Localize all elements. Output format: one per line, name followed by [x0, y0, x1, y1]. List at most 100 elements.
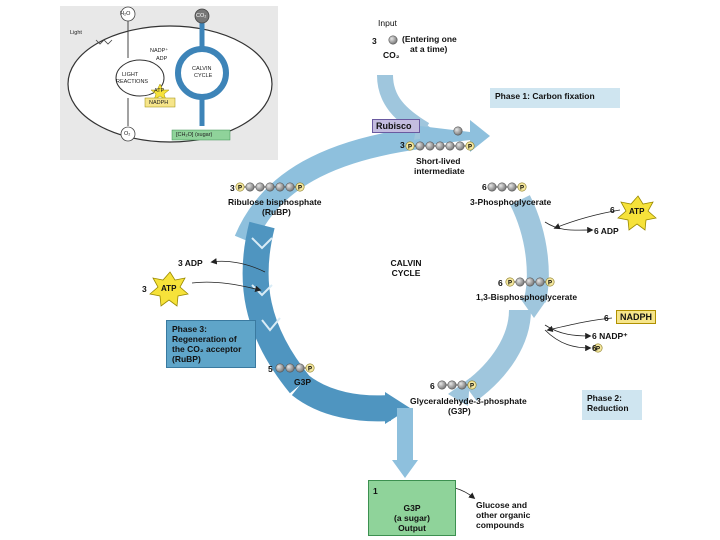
carbon-atom	[275, 182, 285, 192]
phosphate-label: P	[470, 384, 474, 390]
intermediate-line1: Short-lived	[416, 156, 461, 166]
p-product-count: 6	[592, 343, 597, 353]
output-box: 1 G3P (a sugar) Output	[368, 480, 456, 536]
phosphate-group	[235, 182, 245, 192]
carbon-atom	[388, 35, 398, 45]
phosphate-group	[465, 141, 475, 151]
phase2-box: Phase 2: Reduction	[582, 390, 642, 420]
inset-adp: ADP	[156, 56, 168, 62]
atp-star-regeneration	[149, 271, 189, 307]
phosphate-group	[405, 141, 415, 151]
input-count: 3	[372, 36, 377, 46]
carbon-atom	[295, 363, 305, 373]
carbon-atom	[437, 380, 447, 390]
nadph-count: 6	[604, 313, 609, 323]
inset-nadph: NADPH	[149, 100, 169, 106]
output-molecule-row: 1	[371, 485, 453, 497]
bpg-name: 1,3-Bisphosphoglycerate	[476, 292, 578, 302]
carbon-atom	[435, 141, 445, 151]
phase3-line2: Regeneration of	[172, 334, 237, 344]
input-co2-molecule	[388, 35, 398, 45]
carbon-atom	[255, 182, 265, 192]
output-dest-line2: other organic	[476, 510, 531, 520]
phosphate-group	[505, 277, 515, 287]
atp-star-reduction	[617, 195, 657, 231]
g3p5-molecule: P	[275, 363, 315, 373]
inset-sugar: [CH₂O] (sugar)	[176, 132, 213, 138]
intermediate-count: 3	[400, 140, 405, 150]
output-name-line2: (a sugar)	[394, 513, 430, 523]
inset-chloroplast	[60, 6, 278, 160]
inset-lr-line1: LIGHT	[122, 72, 139, 78]
output-name-line1: G3P	[403, 503, 421, 513]
inset-cc-line1: CALVIN	[192, 66, 212, 72]
g3p6-name-line2: (G3P)	[448, 406, 471, 416]
nadph-box: NADPH	[616, 310, 656, 324]
phase3-line3: the CO₂ acceptor	[172, 344, 242, 354]
inset-cc-line2: CYCLE	[194, 73, 213, 79]
phosphate-group	[305, 363, 315, 373]
phase3-line1: Phase 3:	[172, 324, 207, 334]
phosphate-group	[467, 380, 477, 390]
phosphate-group	[517, 182, 527, 192]
phosphate-group	[545, 277, 555, 287]
phosphate-group	[295, 182, 305, 192]
input-desc-line1: (Entering one	[402, 34, 457, 44]
input-desc-line2: at a time)	[410, 44, 448, 54]
phase3-box: Phase 3: Regeneration of the CO₂ accepto…	[166, 320, 256, 368]
bpg-count: 6	[498, 278, 503, 288]
g3p5-name: G3P	[294, 377, 312, 387]
side-arrows	[191, 209, 621, 500]
rubisco-text: Rubisco	[376, 121, 412, 131]
carbon-atom	[525, 277, 535, 287]
carbon-atom	[275, 363, 285, 373]
adp-reduction-label: 6 ADP	[594, 226, 619, 236]
rubp-name-line2: (RuBP)	[262, 207, 291, 217]
phase3-line4: (RuBP)	[172, 354, 201, 364]
input-molecule: CO₂	[383, 50, 400, 60]
carbon-atom	[447, 380, 457, 390]
phosphate-label: P	[238, 186, 242, 192]
inset-co2: CO₂	[196, 13, 207, 19]
regen-atp-label: ATP	[161, 284, 177, 293]
pga-name: 3-Phosphoglycerate	[470, 197, 552, 207]
inset-atp: ATP	[154, 88, 165, 94]
phosphate-label: P	[548, 281, 552, 287]
output-label: Output	[398, 523, 426, 533]
carbon-atom	[445, 141, 455, 151]
rubp-name-line1: Ribulose bisphosphate	[228, 197, 322, 207]
carbon-atom	[425, 141, 435, 151]
output-count: 1	[373, 486, 378, 496]
carbon-atom	[487, 182, 497, 192]
carbon-atom	[285, 363, 295, 373]
nadph-label: NADPH	[620, 312, 653, 322]
phosphate-label: P	[298, 186, 302, 192]
carbon-atom	[515, 277, 525, 287]
pga-molecule: P	[487, 182, 527, 192]
carbon-atom	[285, 182, 295, 192]
intermediate-carboxyl	[453, 126, 463, 136]
phosphate-label: P	[468, 145, 472, 151]
inset-o2: O₂	[124, 131, 131, 137]
carbon-atom	[457, 380, 467, 390]
carbon-atom	[507, 182, 517, 192]
cycle-line2: CYCLE	[391, 268, 421, 278]
phosphate-label: P	[596, 347, 600, 353]
carbon-atom	[535, 277, 545, 287]
inset-lr-line2: REACTIONS	[116, 79, 149, 85]
phosphate-label: P	[520, 186, 524, 192]
inset-h2o: H₂O	[120, 11, 131, 17]
regen-adp-label: 3 ADP	[178, 258, 203, 268]
phase2-line1: Phase 2:	[587, 393, 622, 403]
phase1-box: Phase 1: Carbon fixation	[490, 88, 620, 108]
inset-nadp: NADP⁺	[150, 48, 169, 54]
pga-count: 6	[482, 182, 487, 192]
inset-light: Light	[70, 30, 82, 36]
phosphate-label: P	[408, 145, 412, 151]
carbon-atom	[265, 182, 275, 192]
g3p6-molecule: P	[437, 380, 477, 390]
phase1-label: Phase 1: Carbon fixation	[495, 91, 595, 101]
